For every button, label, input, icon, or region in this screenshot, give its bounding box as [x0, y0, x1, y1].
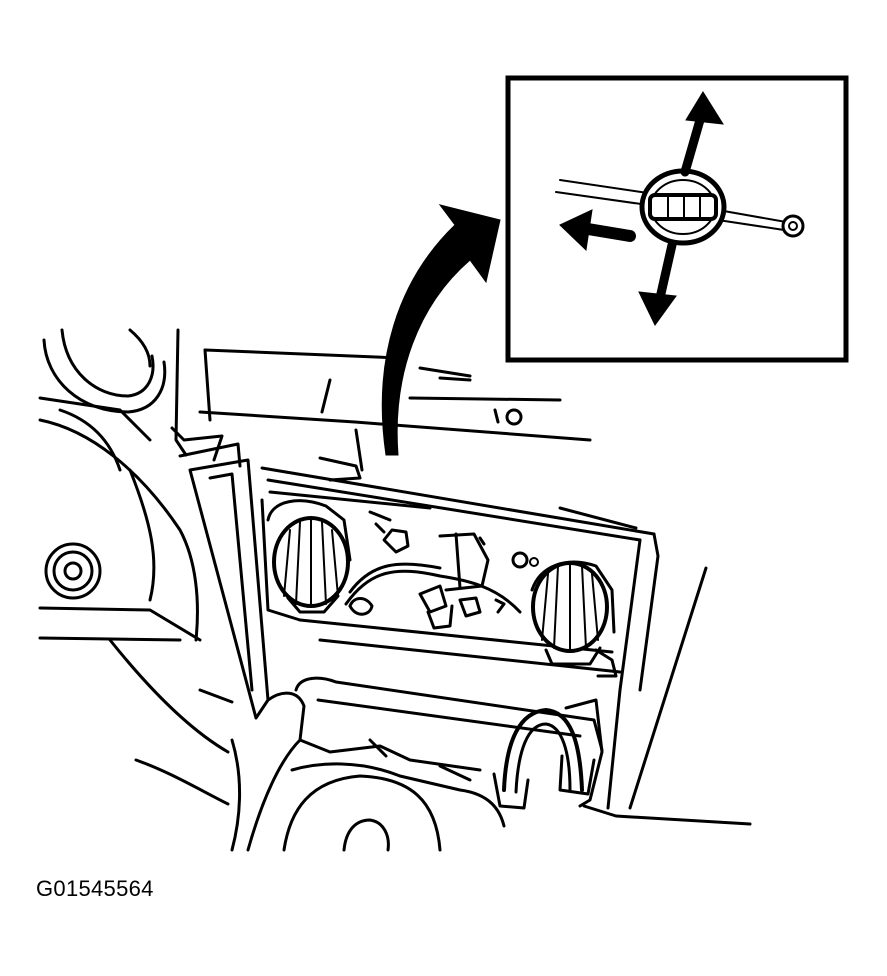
climate-panel-top [260, 466, 656, 536]
left-knob-housing [266, 499, 352, 562]
cable-clip-mount [418, 584, 448, 614]
center-stack-left-pillar [188, 458, 270, 720]
left-vent-knob-mid [52, 550, 94, 592]
climate-panel-bottom-2 [318, 638, 622, 674]
control-cable-2 [348, 562, 442, 594]
cluster-hood-rim [128, 328, 152, 368]
climate-panel-right-edge-2 [618, 538, 642, 692]
left-arrow-icon [559, 209, 636, 252]
right-dash-bottom [582, 804, 752, 826]
left-knob-base [286, 594, 340, 614]
shifter-bezel-inner [342, 818, 390, 852]
center-lever-housing [438, 532, 490, 592]
climate-panel-top-3 [268, 490, 432, 510]
figure-id-label: G01545564 [36, 876, 154, 901]
climate-panel-top-4 [558, 506, 638, 530]
cluster-hood-inner [60, 328, 155, 398]
dash-slot [493, 408, 500, 424]
small-indicator-1 [511, 551, 529, 569]
left-vent-knob-outer [44, 542, 102, 600]
lower-console-tray [298, 738, 482, 772]
control-cable [344, 569, 522, 614]
center-stack-left-pillar-inner [208, 472, 254, 692]
right-control-knob-ribs [541, 563, 599, 651]
right-dash-edge [628, 566, 708, 810]
dash-top-edge [174, 328, 188, 457]
lower-console-left-2 [230, 738, 242, 852]
dash-lip [318, 456, 362, 482]
climate-panel-left-edge [260, 498, 302, 622]
dash-top-line-8 [353, 420, 592, 442]
detail-inset [505, 75, 849, 363]
cable-line-upper [559, 179, 649, 194]
left-panel-line [58, 408, 122, 472]
console-handle-inner [514, 722, 572, 794]
sensor-bracket [382, 528, 410, 554]
console-handle [502, 708, 584, 792]
rod-line-upper [717, 209, 787, 223]
right-dash-joint [606, 688, 622, 810]
rod-line-lower [717, 219, 785, 231]
dash-top-line-3 [418, 366, 472, 378]
sensor-bracket-lines [368, 510, 392, 534]
curved-callout-arrow-icon [381, 204, 501, 456]
shifter-bezel [282, 774, 442, 852]
dash-top-line-7 [198, 410, 357, 424]
panel-mark-2 [478, 536, 486, 546]
dashboard-drawing [38, 328, 752, 852]
cable-clip-mount-3 [458, 596, 482, 618]
dash-screw-hole [505, 408, 523, 426]
dash-top-line-4 [438, 376, 472, 382]
climate-panel-right-edge [638, 532, 660, 692]
dash-top-line-6 [320, 378, 332, 414]
lower-console-tray-2 [290, 762, 506, 828]
left-panel-curve [38, 418, 199, 642]
left-control-knob-ribs [283, 519, 339, 607]
knee-panel-curve [108, 638, 230, 754]
lower-console-frame [294, 676, 604, 752]
console-handle-base-left [492, 772, 530, 810]
right-knob-base [544, 646, 602, 666]
console-right-bracket [564, 698, 604, 808]
lower-console-tray-3 [368, 738, 472, 782]
rod-eyelet-hole [788, 221, 798, 231]
right-knob-housing [530, 560, 616, 634]
cable-clip-ribs [667, 195, 701, 219]
right-knob-base-2 [594, 648, 618, 678]
knee-panel-line-2 [198, 688, 234, 704]
dash-top-line-2 [203, 348, 212, 422]
left-panel-lower-edge [38, 606, 202, 642]
left-panel-top [38, 396, 152, 442]
dash-top-line-1 [203, 348, 402, 360]
panel-mark [494, 598, 506, 614]
left-lever-screw [348, 597, 374, 616]
cable-clip-mount-2 [426, 604, 454, 630]
dash-top-line-5 [408, 396, 562, 402]
dash-lip-2 [354, 428, 364, 472]
lower-console-frame-2 [316, 698, 582, 738]
console-handle-base-right [558, 754, 596, 796]
small-indicator-2 [529, 557, 539, 567]
cable-line-lower [555, 191, 649, 206]
down-arrow-icon [638, 240, 677, 326]
left-panel-trim [128, 468, 156, 602]
climate-panel-top-2 [266, 478, 642, 542]
lower-console-left [246, 691, 306, 852]
left-vent-knob-inner [63, 561, 83, 581]
pillar-top-bracket-2 [178, 442, 242, 468]
knee-panel-line [134, 758, 230, 806]
up-arrow-icon [680, 91, 724, 177]
